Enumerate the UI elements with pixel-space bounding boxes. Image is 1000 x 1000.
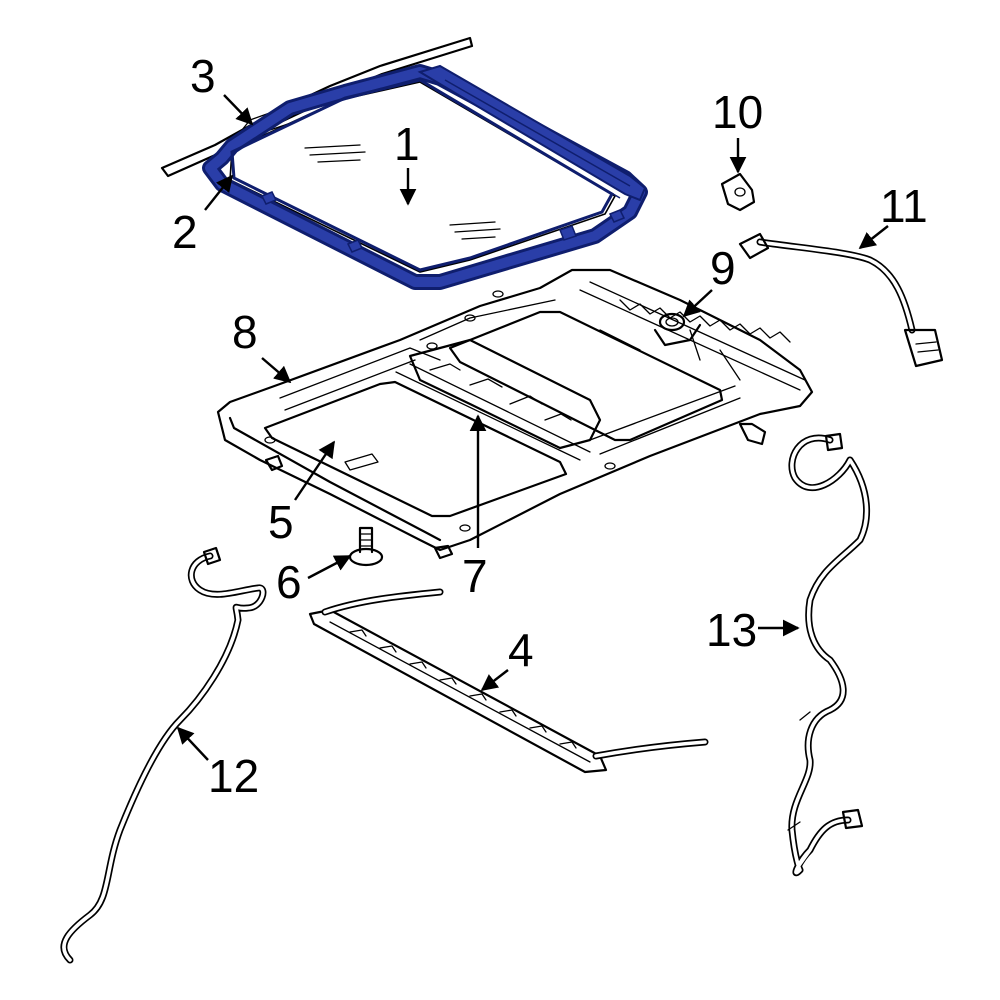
retaining-clip[interactable]: [720, 172, 756, 212]
leader-6: [307, 554, 352, 580]
sunshade-rail[interactable]: [308, 588, 709, 774]
callout-7: 7: [462, 550, 488, 602]
sunroof-glass-assembly[interactable]: [202, 64, 648, 290]
sunroof-motor[interactable]: [653, 312, 702, 347]
callout-12: 12: [208, 750, 259, 802]
leader-8: [261, 357, 292, 384]
callout-labels: 1 2 3 4 5 6 7 8 9 10 11 12 13: [172, 50, 928, 802]
callout-4: 4: [508, 624, 534, 676]
mounting-bolt[interactable]: [348, 526, 384, 567]
leader-arrows: [176, 94, 889, 761]
sunroof-housing-frame[interactable]: [216, 268, 814, 560]
front-drain-hose[interactable]: [60, 546, 267, 964]
callout-2: 2: [172, 206, 198, 258]
callout-1: 1: [394, 118, 420, 170]
leader-4: [480, 669, 509, 692]
callout-6: 6: [276, 556, 302, 608]
leader-9: [682, 289, 713, 318]
callout-11: 11: [880, 180, 928, 232]
glass-seal-frame[interactable]: [202, 64, 648, 290]
callout-8: 8: [232, 306, 258, 358]
callout-3: 3: [190, 50, 216, 102]
callout-13: 13: [706, 604, 757, 656]
leader-3: [223, 94, 254, 126]
leader-11: [858, 225, 889, 250]
callout-10: 10: [712, 86, 763, 138]
leader-12: [176, 726, 209, 761]
sunroof-frame-opening[interactable]: [263, 380, 568, 518]
rear-drain-hose[interactable]: [787, 432, 871, 876]
motor-wiring-harness[interactable]: [738, 232, 944, 368]
callout-5: 5: [268, 496, 294, 548]
leader-5: [294, 440, 335, 501]
glass-reflection-lines: [304, 144, 501, 240]
leader-2: [204, 174, 234, 211]
callout-9: 9: [710, 242, 736, 294]
